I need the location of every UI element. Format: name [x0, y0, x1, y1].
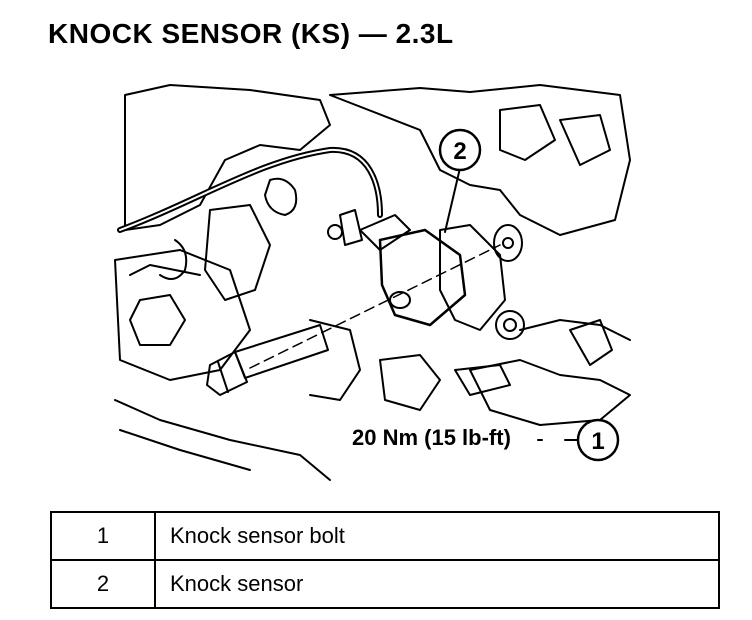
table-row: 1 Knock sensor bolt [50, 511, 720, 561]
table-row: 2 Knock sensor [50, 559, 720, 609]
legend-table: 1 Knock sensor bolt 2 Knock sensor [50, 511, 720, 609]
page-title: KNOCK SENSOR (KS) — 2.3L [48, 18, 454, 49]
callout-1-label: 1 [591, 428, 604, 455]
callout-2-label: 2 [453, 138, 466, 165]
callout-1-circle [576, 418, 620, 462]
torque-spec-label: 20 Nm (15 lb-ft) [352, 425, 511, 450]
callout-2-circle [438, 128, 482, 172]
item-number: 2 [50, 559, 156, 609]
item-description: Knock sensor [154, 559, 720, 609]
item-number: 1 [50, 511, 156, 561]
item-description: Knock sensor bolt [154, 511, 720, 561]
knock-sensor-illustration: 2 1 [114, 84, 631, 481]
